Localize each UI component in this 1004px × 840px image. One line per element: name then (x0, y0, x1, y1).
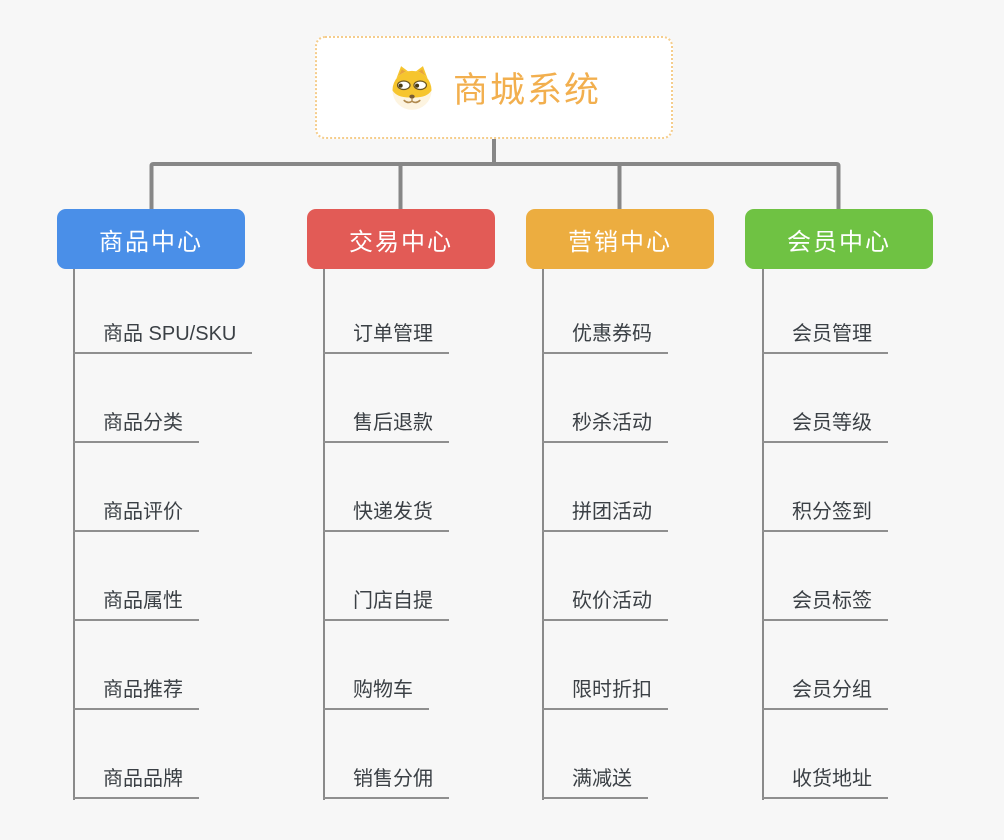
leaf-topic[interactable]: 会员分组 (762, 670, 888, 710)
leaf-topic[interactable]: 售后退款 (323, 403, 449, 443)
branch-member-center[interactable]: 会员中心 (745, 209, 933, 269)
leaf-topic[interactable]: 购物车 (323, 670, 429, 710)
leaf-topic[interactable]: 商品 SPU/SKU (73, 314, 253, 354)
branch-trunk-line (542, 269, 544, 800)
leaf-topic[interactable]: 商品品牌 (73, 759, 199, 799)
branch-trade-center[interactable]: 交易中心 (307, 209, 495, 269)
leaf-topic[interactable]: 砍价活动 (542, 581, 668, 621)
branch-trunk-line (323, 269, 325, 800)
leaf-topic[interactable]: 满减送 (542, 759, 648, 799)
leaf-topic[interactable]: 收货地址 (762, 759, 888, 799)
leaf-topic[interactable]: 订单管理 (323, 314, 449, 354)
leaf-topic[interactable]: 销售分佣 (323, 759, 449, 799)
root-topic[interactable]: 商城系统 (315, 36, 673, 139)
branch-trunk-line (73, 269, 75, 800)
root-to-branches-connector (149, 137, 841, 209)
leaf-topic[interactable]: 限时折扣 (542, 670, 668, 710)
branch-trunk-line (762, 269, 764, 800)
leaf-topic[interactable]: 快递发货 (323, 492, 449, 532)
shiba-dog-icon (392, 65, 432, 110)
leaf-topic[interactable]: 秒杀活动 (542, 403, 668, 443)
leaf-topic[interactable]: 积分签到 (762, 492, 888, 532)
leaf-topic[interactable]: 商品推荐 (73, 670, 199, 710)
leaf-topic[interactable]: 门店自提 (323, 581, 449, 621)
branch-label: 交易中心 (349, 228, 453, 256)
leaf-topic[interactable]: 会员等级 (762, 403, 888, 443)
branch-label: 商品中心 (99, 228, 203, 256)
branch-product-center[interactable]: 商品中心 (57, 209, 245, 269)
leaf-topic[interactable]: 会员管理 (762, 314, 888, 354)
branch-marketing-center[interactable]: 营销中心 (526, 209, 714, 269)
leaf-topic[interactable]: 会员标签 (762, 581, 888, 621)
branch-label: 会员中心 (787, 228, 891, 256)
leaf-topic[interactable]: 商品属性 (73, 581, 199, 621)
root-topic-label: 商城系统 (452, 71, 601, 110)
leaf-topic[interactable]: 商品评价 (73, 492, 199, 532)
leaf-topic[interactable]: 商品分类 (73, 403, 199, 443)
branch-label: 营销中心 (568, 228, 672, 256)
leaf-topic[interactable]: 优惠券码 (542, 314, 668, 354)
leaf-topic[interactable]: 拼团活动 (542, 492, 668, 532)
